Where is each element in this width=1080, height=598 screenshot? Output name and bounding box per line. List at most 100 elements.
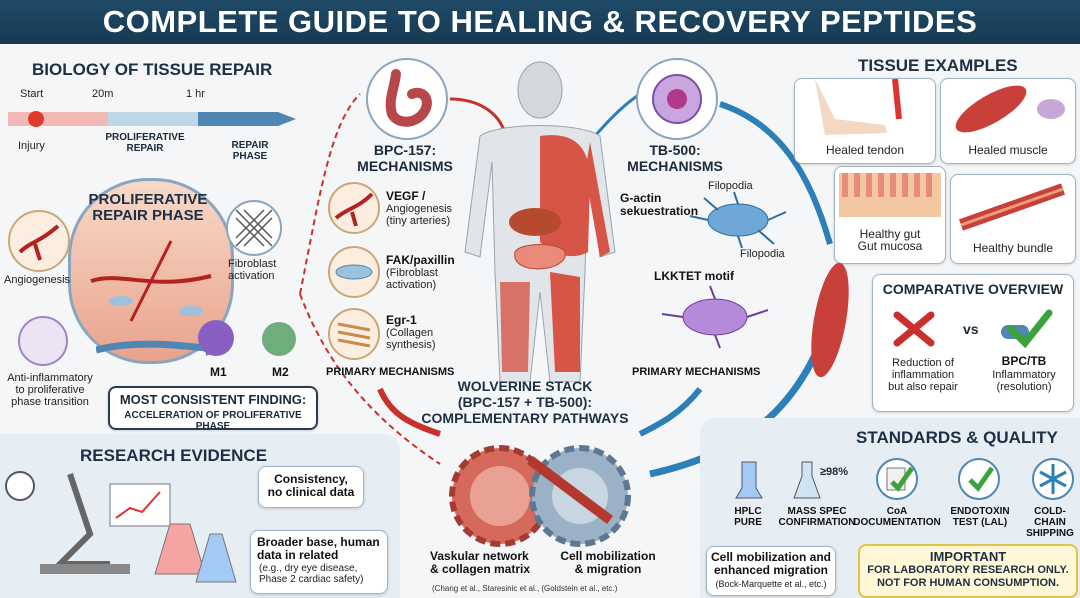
filopodia-label-2: Filopodia xyxy=(740,248,785,260)
foot-image xyxy=(815,78,902,135)
fak-text: (Fibroblast activation) xyxy=(386,267,438,291)
fak-title: FAK/paxillin xyxy=(386,253,455,267)
wolverine-heading: WOLVERINE STACK (BPC-157 + TB-500): COMP… xyxy=(421,378,629,426)
egr-block: Egr-1 (Collagen synthesis) xyxy=(386,313,436,352)
vegf-block: VEGF / Angiogenesis (tiny arteries) xyxy=(386,189,453,228)
std-mass-spec-badge: ≥98% xyxy=(820,466,849,478)
vs-label: vs xyxy=(963,321,979,337)
angiogenesis-label: Angiogenesis xyxy=(4,274,71,286)
egr-icon xyxy=(328,308,380,360)
m1-label: M1 xyxy=(210,365,227,379)
important-title: IMPORTANT xyxy=(929,549,1007,564)
cross-icon xyxy=(893,311,935,347)
fibroblast-icon xyxy=(226,200,282,256)
page-title: COMPLETE GUIDE TO HEALING & RECOVERY PEP… xyxy=(102,4,978,39)
bundle-label: Healthy bundle xyxy=(972,241,1054,255)
hplc-tube-icon xyxy=(735,461,763,499)
std-mass-spec-label: MASS SPEC CONFIRMATION xyxy=(778,506,856,528)
comparative-left-text: Reduction of inflammation but also repai… xyxy=(888,357,958,393)
citation-text: (Chang et al., Staresinic et al., (Golds… xyxy=(432,584,618,593)
gactin-label: G-actin sekuestration xyxy=(620,191,699,218)
tissue-heading: TISSUE EXAMPLES xyxy=(858,56,1018,75)
broader-text: Broader base, human data in related xyxy=(257,535,380,562)
phase-title: PROLIFERATIVE REPAIR PHASE xyxy=(88,191,208,224)
vegf-icon xyxy=(328,182,380,234)
blue-cell-image xyxy=(689,191,787,249)
consistency-box: Consistency, no clinical data xyxy=(258,466,364,508)
snowflake-icon xyxy=(1032,458,1074,500)
injury-label: Injury xyxy=(18,140,45,152)
proliferative-repair-label: PROLIFERATIVE REPAIR xyxy=(105,132,185,154)
coa-document-icon xyxy=(876,458,918,500)
vegf-text: Angiogenesis (tiny arteries) xyxy=(386,203,453,227)
lkktet-label: LKKTET motif xyxy=(654,269,734,283)
bpc-heading: BPC-157: MECHANISMS xyxy=(357,142,453,174)
timeline-1hr: 1 hr xyxy=(186,88,205,100)
tendon-card: Healed tendon xyxy=(794,78,936,164)
tb-cell-icon xyxy=(636,58,718,140)
tendon-label: Healed tendon xyxy=(825,143,905,157)
macrophage-icon xyxy=(18,316,68,366)
muscle-label: Healed muscle xyxy=(968,143,1048,157)
std-coa-label: CoA DOCUMENTATION xyxy=(853,506,941,528)
standards-heading: STANDARDS & QUALITY xyxy=(856,428,1058,447)
gut-label: Healthy gut Gut mucosa xyxy=(857,227,923,253)
broader-box: Broader base, human data in related (e.g… xyxy=(250,530,388,594)
bpc-primary-label: PRIMARY MECHANISMS xyxy=(326,366,455,378)
tb-heading: TB-500: MECHANISMS xyxy=(627,142,723,174)
lab-equipment-image xyxy=(5,471,237,583)
comparative-right-title: BPC/TB xyxy=(1001,354,1047,368)
title-banner: COMPLETE GUIDE TO HEALING & RECOVERY PEP… xyxy=(0,0,1080,44)
fibroblast-label: Fibroblast activation xyxy=(228,258,277,282)
gut-card: Healthy gut Gut mucosa xyxy=(834,166,946,264)
muscle-image xyxy=(955,85,1065,133)
cell-mobilization-box: Cell mobilization and enhanced migration… xyxy=(706,546,836,596)
finding-title: MOST CONSISTENT FINDING: xyxy=(119,392,307,407)
m2-cell-icon xyxy=(262,322,296,356)
angiogenesis-icon xyxy=(8,210,70,272)
cell-mobilization-label: Cell mobilization & migration xyxy=(560,549,656,576)
comparative-right-text: Inflammatory (resolution) xyxy=(992,369,1056,393)
finding-box: MOST CONSISTENT FINDING: ACCELERATION OF… xyxy=(108,386,318,432)
endotoxin-icon xyxy=(958,458,1000,500)
timeline-20m: 20m xyxy=(92,88,114,100)
muscle-fiber-image xyxy=(811,262,849,378)
transition-arrow xyxy=(96,340,222,356)
timeline-start: Start xyxy=(20,88,44,100)
muscle-card: Healed muscle xyxy=(940,78,1076,164)
m1-cell-icon xyxy=(198,320,234,356)
egr-text: (Collagen synthesis) xyxy=(386,327,436,351)
cell-box-cite: (Bock-Marquette et al., etc.) xyxy=(715,579,827,589)
bundle-card: Healthy bundle xyxy=(950,174,1076,264)
human-body-figure xyxy=(464,61,616,382)
check-icon xyxy=(1001,309,1053,349)
broader-sub: (e.g., dry eye disease, Phase 2 cardiac … xyxy=(259,563,364,585)
cell-box-title: Cell mobilization and enhanced migration xyxy=(710,550,831,577)
mass-spec-flask-icon xyxy=(793,461,821,499)
gears-image xyxy=(449,445,631,547)
blood-vessels-image xyxy=(90,240,212,322)
m2-label: M2 xyxy=(272,365,289,379)
anti-inflammatory-label: Anti-inflammatory to proliferative phase… xyxy=(7,372,93,408)
gut-mucosa-image xyxy=(839,173,941,217)
finding-text: ACCELERATION OF PROLIFERATIVE PHASE xyxy=(124,410,302,432)
filopodia-label-1: Filopodia xyxy=(708,180,753,192)
important-box: IMPORTANT FOR LABORATORY RESEARCH ONLY. … xyxy=(858,544,1078,598)
comparative-heading: COMPARATIVE OVERVIEW xyxy=(882,281,1064,297)
important-text: FOR LABORATORY RESEARCH ONLY. NOT FOR HU… xyxy=(867,564,1069,589)
comparative-card: COMPARATIVE OVERVIEW vs Reduction of inf… xyxy=(872,274,1074,412)
std-cold-chain-label: COLD-CHAIN SHIPPING xyxy=(1026,506,1074,539)
vegf-title: VEGF / xyxy=(386,189,426,203)
tb-primary-label: PRIMARY MECHANISMS xyxy=(632,366,761,378)
std-hplc-label: HPLC PURE xyxy=(734,506,762,528)
consistency-text: Consistency, no clinical data xyxy=(267,472,355,499)
research-heading: RESEARCH EVIDENCE xyxy=(80,446,268,465)
purple-cell-image xyxy=(661,285,769,349)
biology-heading: BIOLOGY OF TISSUE REPAIR xyxy=(32,60,273,79)
repair-phase-label: REPAIR PHASE xyxy=(231,140,269,162)
vascular-label: Vaskular network & collagen matrix xyxy=(430,549,531,576)
bundle-image xyxy=(959,183,1065,231)
egr-title: Egr-1 xyxy=(386,313,417,327)
stomach-icon xyxy=(366,58,448,140)
timeline-bar xyxy=(8,111,296,127)
